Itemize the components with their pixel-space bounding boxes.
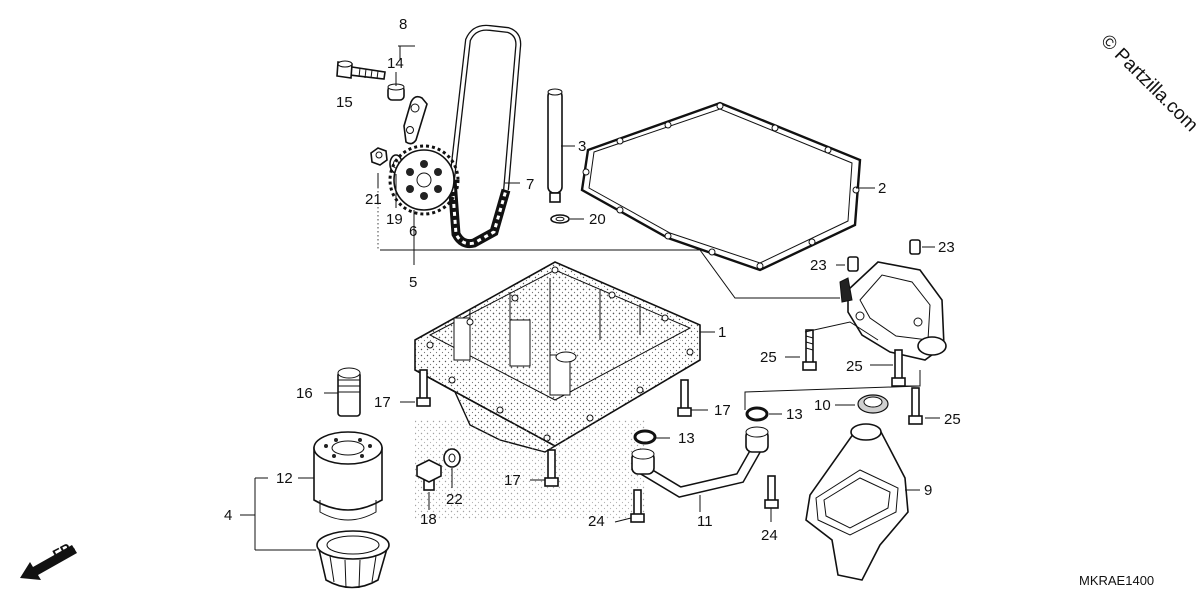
callout-4: 4	[224, 507, 232, 524]
oil-pump-chain	[447, 24, 522, 249]
bolt-15	[336, 60, 386, 80]
washer-20	[550, 214, 570, 224]
copyright-text: © Partzilla.com	[1096, 31, 1200, 136]
callout-25b: 25	[846, 358, 863, 375]
oring-13b	[633, 429, 657, 445]
callout-15: 15	[336, 94, 353, 111]
oil-strainer	[805, 423, 909, 581]
collar-14	[387, 83, 405, 101]
callout-13b: 13	[678, 430, 695, 447]
bolt-24a	[630, 489, 645, 523]
callout-13a: 13	[786, 406, 803, 423]
callout-17c: 17	[504, 472, 521, 489]
washer-22	[443, 448, 461, 468]
oil-pump-sprocket	[388, 144, 460, 216]
filter-cap	[316, 530, 390, 589]
callout-17a: 17	[374, 394, 391, 411]
oil-filter-12	[313, 431, 383, 521]
callout-17b: 17	[714, 402, 731, 419]
front-arrow-icon	[20, 545, 77, 580]
dowel-23b	[909, 239, 921, 255]
callout-23a: 23	[810, 257, 827, 274]
callout-24b: 24	[761, 527, 778, 544]
callout-11: 11	[697, 513, 713, 530]
callout-16: 16	[296, 385, 313, 402]
callout-12: 12	[276, 470, 293, 487]
filter-fitting-16	[337, 367, 361, 417]
callouts: 1 2 3 4 5 6 7 8 9 10 11 12 13 13 14 15 1…	[224, 16, 961, 544]
callout-10: 10	[814, 397, 831, 414]
drawing-code: MKRAE1400	[1079, 573, 1154, 588]
callout-7: 7	[526, 176, 534, 193]
callout-8: 8	[399, 16, 407, 33]
oil-pipe-11	[631, 426, 769, 498]
bolt-17b	[677, 379, 692, 417]
callout-24a: 24	[588, 513, 605, 530]
bolt-25c	[908, 387, 923, 425]
callout-9: 9	[924, 482, 932, 499]
bolt-17c	[544, 449, 559, 487]
callout-1: 1	[718, 324, 726, 341]
callout-19: 19	[386, 211, 403, 228]
oil-pipe	[547, 88, 563, 203]
drain-bolt-18	[416, 459, 442, 491]
callout-25a: 25	[760, 349, 777, 366]
callout-23b: 23	[938, 239, 955, 256]
bolt-17a	[416, 369, 431, 407]
callout-6: 6	[409, 223, 417, 240]
chain-guide	[403, 95, 428, 145]
oil-pan-gasket	[580, 101, 862, 272]
oring-13a	[745, 406, 769, 422]
callout-25c: 25	[944, 411, 961, 428]
callout-20: 20	[589, 211, 606, 228]
seal-10	[857, 394, 889, 414]
bolt-24b	[764, 475, 779, 509]
callout-22: 22	[446, 491, 463, 508]
callout-3: 3	[578, 138, 586, 155]
callout-14: 14	[387, 55, 404, 72]
dowel-23a	[847, 256, 859, 272]
nut-21	[370, 147, 388, 166]
callout-5: 5	[409, 274, 417, 291]
callout-2: 2	[878, 180, 886, 197]
callout-21: 21	[365, 191, 382, 208]
oil-pump	[839, 261, 947, 361]
bolt-25a	[802, 329, 817, 371]
callout-18: 18	[420, 511, 437, 528]
leader-lines	[240, 45, 940, 551]
